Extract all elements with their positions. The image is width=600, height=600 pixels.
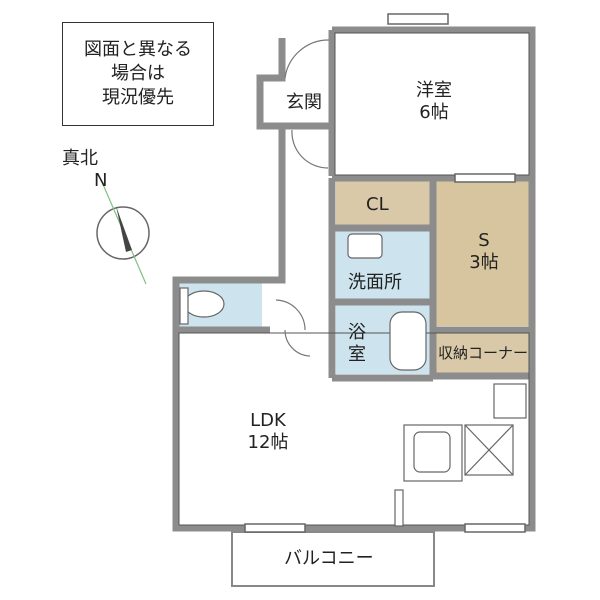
wall-inner-lines (178, 32, 530, 526)
compass-letter: N (94, 170, 108, 191)
note-line-2: 場合は (111, 63, 165, 84)
compass-icon (96, 181, 150, 285)
shuno-fill (435, 332, 529, 374)
cl-fill (336, 180, 432, 226)
yokushitsu-line2: 室 (348, 344, 366, 365)
yoshitsu-size: 6帖 (419, 102, 449, 123)
disclaimer-note: 図面と異なる 場合は 現況優先 (62, 22, 214, 126)
label-s: S 3帖 (454, 230, 514, 274)
yoshitsu-name: 洋室 (416, 80, 452, 101)
compass-label: 真北 (62, 148, 98, 169)
yokushitsu-line1: 浴 (348, 322, 366, 343)
label-senmenjo: 洗面所 (348, 272, 402, 293)
label-yoshitsu: 洋室 6帖 (404, 80, 464, 124)
label-ldk: LDK 12帖 (238, 410, 298, 454)
label-genkan: 玄関 (286, 92, 322, 113)
s-size: 3帖 (469, 252, 499, 273)
fixtures (179, 233, 527, 527)
s-name: S (478, 230, 490, 251)
ldk-name: LDK (250, 410, 286, 431)
note-line-3: 現況優先 (102, 87, 174, 108)
ldk-size: 12帖 (247, 432, 289, 453)
label-balcony: バルコニー (284, 548, 374, 569)
label-shuno: 収納コーナー (438, 344, 529, 362)
windows (244, 13, 526, 533)
label-yokushitsu: 浴 室 (348, 322, 366, 366)
door-swings (275, 39, 330, 357)
label-cl: CL (366, 194, 389, 215)
balcony-outline (231, 531, 435, 587)
note-line-1: 図面と異なる (84, 39, 192, 60)
walls (172, 26, 536, 532)
s-room-fill (435, 180, 529, 326)
